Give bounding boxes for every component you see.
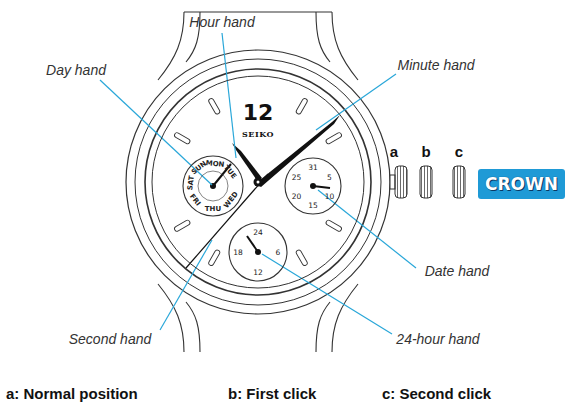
subdial-number: 15 — [308, 201, 318, 210]
position-letter: c — [455, 143, 463, 160]
hour-marker — [325, 219, 342, 232]
subdial-number: 5 — [327, 172, 332, 181]
hour-marker — [208, 98, 221, 115]
case — [126, 50, 390, 314]
watch-dial: 12SEIKOSATSUNMONTUEWEDTHUFRI315101520252… — [150, 74, 366, 290]
part-label: Second hand — [69, 331, 152, 347]
subdial-number: 25 — [292, 172, 302, 181]
subdial-number: 24 — [253, 228, 263, 237]
brand-logo: SEIKO — [242, 129, 274, 139]
part-label: Minute hand — [397, 57, 474, 73]
position-legend: c: Second click — [382, 385, 491, 402]
hour-marker — [174, 219, 191, 232]
part-label: Day hand — [46, 62, 106, 78]
day-subdial: SATSUNMONTUEWEDTHUFRI — [182, 155, 244, 217]
position-legend: a: Normal position — [6, 385, 138, 402]
day-label: WED — [222, 190, 240, 209]
subdial-number: 10 — [325, 191, 335, 200]
dial-numeral: 12 — [243, 100, 274, 125]
hour-marker — [295, 98, 308, 115]
leader-lines — [100, 33, 416, 334]
date-subdial: 31 5 10 15 20 25 — [284, 157, 342, 215]
part-label: 24-hour hand — [396, 331, 479, 347]
crown-label: CROWN — [485, 174, 558, 194]
part-label: Hour hand — [189, 14, 254, 30]
subdial-number: 12 — [253, 268, 263, 277]
day-label: SUN — [190, 160, 208, 177]
subdial-number: 20 — [292, 191, 302, 200]
crown-tag: CROWN — [478, 169, 565, 199]
day-label: MON — [206, 159, 226, 169]
part-label: Date hand — [425, 263, 490, 279]
subdial-number: 31 — [308, 163, 318, 172]
day-label: SAT — [186, 175, 196, 191]
crown-positions — [390, 166, 465, 198]
hour-marker — [295, 249, 308, 266]
hour-markers — [174, 98, 343, 267]
subdial-number: 18 — [233, 248, 243, 257]
day-label: TUE — [222, 163, 238, 180]
hour-marker — [325, 132, 342, 145]
day-label: THU — [205, 205, 221, 213]
subdial-number: 6 — [276, 248, 281, 257]
bezel — [135, 59, 381, 305]
hour-marker — [174, 132, 191, 145]
hour-marker — [208, 249, 221, 266]
position-letter: a — [390, 143, 398, 160]
24-hour-subdial: 24 6 12 18 — [228, 222, 288, 282]
position-letter: b — [421, 143, 430, 160]
position-legend: b: First click — [228, 385, 316, 402]
bezel-inner — [145, 69, 371, 295]
